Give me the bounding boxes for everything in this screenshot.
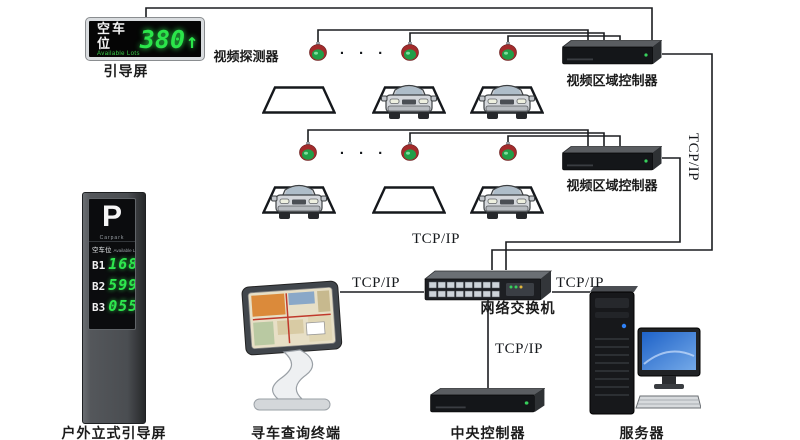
server-computer — [589, 286, 701, 415]
car-icon — [478, 84, 536, 120]
tcp-ip-label-right: TCP/IP — [685, 133, 701, 182]
wire-sign-to-controller1 — [145, 7, 653, 40]
ellipsis-dots: · · · — [339, 45, 389, 62]
ellipsis-dots: · · · — [339, 145, 389, 162]
wire-cam3-to-controller1 — [507, 35, 621, 43]
tcp-ip-label-kiosk: TCP/IP — [352, 275, 401, 291]
level-count: 055 — [108, 297, 136, 315]
car-icon — [380, 84, 438, 120]
dome-camera-icon — [499, 42, 517, 61]
dome-camera-icon — [401, 42, 419, 61]
up-arrow-icon: ↑ — [186, 28, 199, 53]
pillar-header-title: 空车位 — [92, 247, 112, 254]
sign-count-value: 380 — [139, 24, 186, 54]
tcp-ip-label-central: TCP/IP — [495, 341, 544, 357]
level-label: B3 — [92, 301, 106, 314]
level-count: 168 — [108, 255, 136, 273]
controller1-label: 视频区域控制器 — [566, 73, 658, 88]
level-count: 599 — [108, 276, 136, 294]
sign-subtitle: Available Lots — [97, 51, 140, 57]
video-area-controller-box — [562, 40, 662, 65]
parking-p-logo: P — [101, 200, 122, 233]
pillar-caption: 户外立式引导屏 — [61, 425, 167, 440]
parking-spot — [372, 186, 446, 214]
query-kiosk — [241, 280, 343, 411]
central-controller-box — [430, 388, 545, 413]
central-controller-label: 中央控制器 — [450, 425, 526, 440]
server-label: 服务器 — [619, 425, 665, 440]
level-row: B1 168 — [89, 255, 135, 276]
parking-spot — [262, 86, 336, 114]
controller2-label: 视频区域控制器 — [566, 178, 658, 193]
level-label: B1 — [92, 259, 106, 272]
network-switch — [424, 270, 552, 301]
sign-title: 空车位 — [97, 21, 128, 51]
tcp-ip-label-above-switch: TCP/IP — [412, 231, 461, 247]
available-lots-sign: 空车位 Available Lots 380↑ — [86, 18, 204, 60]
dome-camera-icon — [309, 42, 327, 61]
wire-cam5-to-controller2 — [409, 132, 605, 146]
pillar-header-subtitle: Available Lots — [113, 248, 136, 253]
pillar-brand-text: Carpark — [99, 235, 125, 241]
car-icon — [270, 184, 328, 220]
dome-camera-icon — [499, 142, 517, 161]
dome-camera-icon — [401, 142, 419, 161]
wire-cam4-to-controller2 — [307, 129, 589, 146]
level-label: B2 — [92, 280, 106, 293]
wire-controller2-to-switch — [505, 157, 681, 270]
query-kiosk-label: 寻车查询终端 — [251, 425, 341, 440]
sign-count: 380↑ — [140, 27, 198, 52]
sign-caption: 引导屏 — [103, 63, 149, 79]
tcp-ip-label-server: TCP/IP — [556, 275, 605, 291]
dome-camera-icon — [299, 142, 317, 161]
video-detector-label: 视频探测器 — [213, 49, 279, 64]
wire-cam1-to-controller1 — [317, 29, 589, 43]
video-area-controller-box — [562, 146, 662, 171]
level-row: B2 599 — [89, 276, 135, 297]
car-icon — [478, 184, 536, 220]
level-row: B3 055 — [89, 297, 135, 318]
network-switch-label: 网络交换机 — [480, 300, 556, 316]
wire-cam6-to-controller2 — [507, 135, 621, 146]
wire-controller1-to-switch — [491, 53, 713, 270]
sign-text-block: 空车位 Available Lots — [97, 21, 140, 57]
